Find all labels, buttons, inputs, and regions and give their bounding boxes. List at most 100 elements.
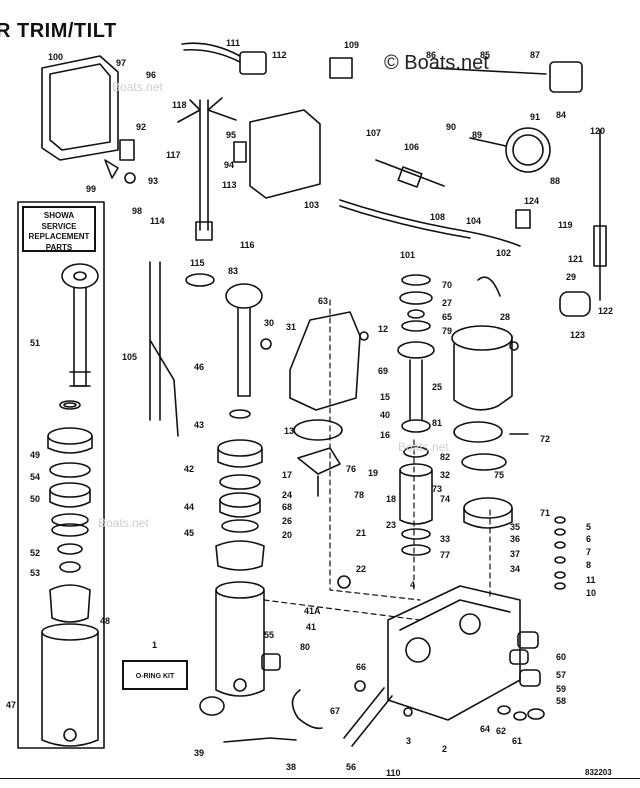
part-2-bore-b [459, 613, 481, 635]
callout-28: 28 [500, 312, 511, 322]
callout-80: 80 [300, 642, 311, 652]
part-65-ring [407, 309, 425, 319]
part-61-ring [513, 711, 527, 721]
callout-41: 41 [306, 622, 317, 632]
callout-16: 16 [380, 430, 391, 440]
callout-21: 21 [356, 528, 367, 538]
callout-123: 123 [570, 330, 586, 340]
part-56-tube [343, 687, 393, 747]
showa-line-1: SHOWA [43, 211, 75, 220]
part-30-bolt [260, 338, 272, 350]
callout-46: 46 [194, 362, 205, 372]
part-8 [554, 556, 566, 564]
showa-line-3: REPLACEMENT [28, 232, 90, 241]
part-115-plug [195, 221, 213, 241]
callout-63: 63 [318, 296, 329, 306]
callout-29: 29 [566, 272, 577, 282]
callout-49: 49 [30, 450, 41, 460]
callout-108: 108 [430, 212, 446, 222]
part-33-ring [401, 528, 431, 540]
part-85-wire [431, 67, 547, 75]
part-38-hose [291, 689, 323, 730]
callout-13: 13 [284, 426, 295, 436]
part-54-ring-c [51, 513, 89, 527]
callout-12: 12 [378, 324, 389, 334]
part-60-ring [527, 708, 545, 720]
callout-17: 17 [282, 470, 293, 480]
part-98-screw [124, 172, 136, 184]
part-25-gear [397, 341, 435, 359]
part-7 [554, 541, 566, 549]
callout-121: 121 [568, 254, 584, 264]
callout-56: 56 [346, 762, 357, 772]
callout-50: 50 [30, 494, 41, 504]
part-47-eye [63, 728, 77, 742]
part-52-washer [57, 543, 83, 555]
part-106-lead [375, 159, 445, 187]
callout-48: 48 [100, 616, 111, 626]
part-124-connector [515, 209, 531, 229]
oring-kit-box: O-RING KIT [122, 660, 188, 690]
part-88-gauge [505, 127, 551, 173]
callout-60: 60 [556, 652, 567, 662]
callout-47: 47 [6, 700, 17, 710]
part-15-sleeve [399, 469, 433, 525]
callout-51: 51 [30, 338, 41, 348]
faint-watermark-a: Boats.net [112, 80, 163, 94]
callout-32: 32 [440, 470, 451, 480]
part-17-plate [297, 447, 341, 475]
callout-118: 118 [172, 100, 187, 110]
part-81-base [401, 419, 431, 433]
callout-73: 73 [432, 484, 443, 494]
part-79-ring [401, 320, 431, 332]
callout-87: 87 [530, 50, 541, 60]
part-70-ring [401, 274, 431, 286]
callout-120: 120 [590, 126, 606, 136]
callout-55: 55 [264, 630, 275, 640]
callout-106: 106 [404, 142, 420, 152]
callout-25: 25 [432, 382, 443, 392]
part-67-plug [354, 680, 366, 692]
callout-37: 37 [510, 549, 521, 559]
part-55-cap [199, 696, 225, 716]
callout-10: 10 [586, 588, 597, 598]
callout-97: 97 [116, 58, 127, 68]
part-71-pump-body [463, 507, 513, 529]
callout-116: 116 [240, 240, 255, 250]
part-27-ring [399, 291, 433, 305]
drawing-code: 832203 [585, 768, 612, 777]
callout-39: 39 [194, 748, 205, 758]
callout-69: 69 [378, 366, 389, 376]
callout-18: 18 [386, 494, 397, 504]
callout-27: 27 [442, 298, 453, 308]
callout-111: 111 [226, 38, 241, 48]
callout-82: 82 [440, 452, 451, 462]
part-101-harness [339, 205, 471, 239]
part-84-plug [549, 61, 583, 93]
callout-15: 15 [380, 392, 391, 402]
callout-31: 31 [286, 322, 297, 332]
part-112-connector [239, 51, 267, 75]
callout-38: 38 [286, 762, 297, 772]
part-71-pump-top [463, 497, 513, 519]
part-13-oring-right [453, 421, 503, 443]
part-83-clamp [185, 273, 215, 287]
callout-41a: 41A [304, 606, 321, 616]
part-42-cap-body [217, 447, 263, 468]
part-77-ring [401, 544, 431, 556]
callout-109: 109 [344, 40, 360, 50]
callout-19: 19 [368, 468, 379, 478]
part-62-ring [497, 705, 511, 715]
callout-52: 52 [30, 548, 41, 558]
part-49-cap-top [47, 427, 93, 445]
part-12-screw-left [359, 331, 369, 341]
showa-replacement-box: SHOWA SERVICE REPLACEMENT PARTS [22, 206, 96, 252]
part-88-lead [469, 137, 507, 147]
leader-dash-a [263, 599, 421, 621]
part-42-cap-top [217, 439, 263, 457]
part-54-oring-a-inner [63, 402, 77, 408]
part-6 [554, 528, 566, 536]
faint-watermark-c: Boats.net [398, 440, 449, 454]
callout-75: 75 [494, 470, 505, 480]
